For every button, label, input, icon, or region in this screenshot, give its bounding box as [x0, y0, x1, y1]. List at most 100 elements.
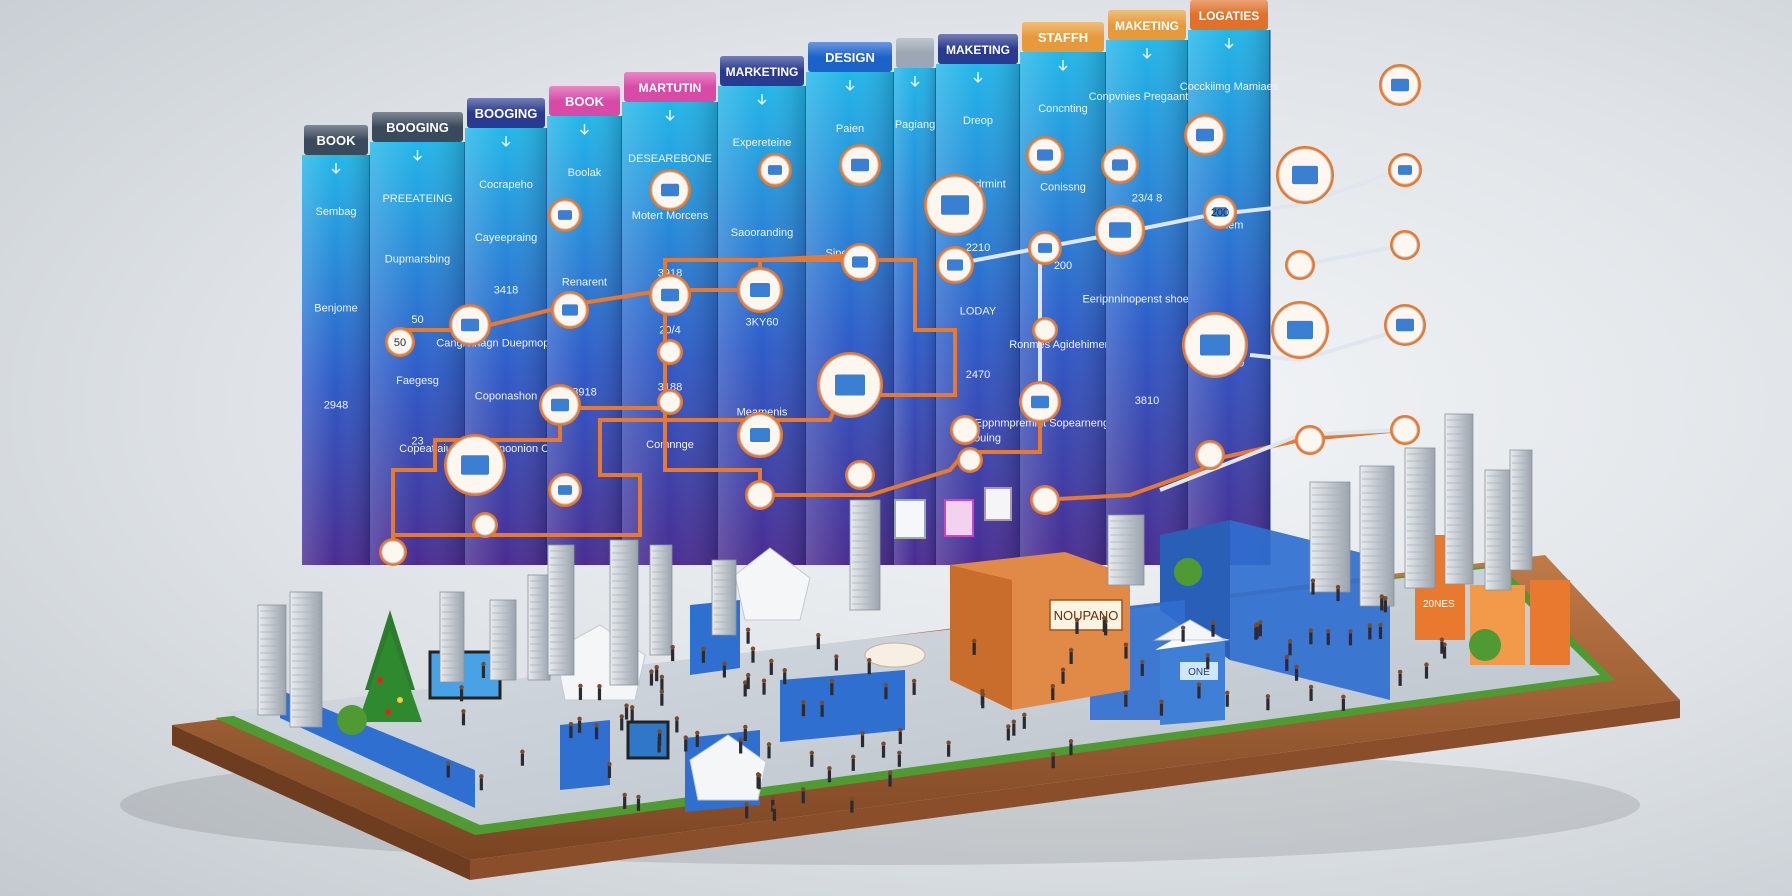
attendee-figure [766, 742, 772, 759]
attendee-figure [851, 754, 856, 771]
chevron-down-icon [501, 136, 511, 148]
calendar-icon [1391, 78, 1409, 92]
attendee-figure [1068, 647, 1074, 665]
attendee-figure [801, 699, 806, 717]
attendee-figure [782, 668, 787, 685]
timeline-node[interactable] [1182, 312, 1248, 378]
attendee-figure [738, 737, 743, 754]
display-screen [944, 499, 974, 537]
calendar-icon [835, 374, 865, 396]
timeline-node[interactable] [657, 339, 683, 365]
calendar-icon [750, 428, 770, 442]
display-screen [626, 720, 670, 760]
timeline-node[interactable] [548, 473, 582, 507]
curtain-wall [280, 690, 475, 808]
timeline-node[interactable] [817, 352, 883, 418]
timeline-node[interactable] [1195, 440, 1225, 470]
column-tab-label: BOOGING [386, 120, 449, 135]
calendar-icon [562, 304, 578, 316]
timeline-node[interactable] [1101, 146, 1139, 184]
timeline-node[interactable] [950, 415, 980, 445]
timeline-node[interactable] [1379, 64, 1421, 106]
timeline-node[interactable] [845, 460, 875, 490]
chevron-down-icon [757, 94, 767, 106]
timeline-node[interactable] [1276, 146, 1334, 204]
timeline-node[interactable] [957, 447, 983, 473]
attendee-figure [1326, 628, 1331, 646]
timeline-node[interactable] [1030, 485, 1060, 515]
attendee-figure [1196, 682, 1202, 699]
timeline-node[interactable] [539, 384, 581, 426]
attendee-figure [1265, 694, 1271, 711]
attendee-figure [1341, 694, 1346, 711]
timeline-node[interactable] [548, 198, 582, 232]
timeline-node[interactable] [379, 538, 407, 566]
tree-icon [1469, 629, 1501, 661]
column-tab-label: BOOK [565, 94, 605, 109]
attendee-figure [883, 683, 889, 700]
attendee-figure [742, 680, 748, 697]
timeline-node[interactable] [839, 144, 881, 186]
column-entry-text: 3418 [494, 285, 518, 297]
column-entry-text: Eeripnninopenst shoebicle [1082, 294, 1211, 306]
timeline-node[interactable] [841, 243, 879, 281]
skyscraper [439, 591, 465, 683]
timeline-node[interactable] [1390, 415, 1420, 445]
column-entry-text: Renarent [562, 277, 607, 289]
attendee-figure [695, 730, 700, 747]
timeline-node[interactable] [1095, 205, 1145, 255]
timeline-node[interactable] [444, 434, 506, 496]
timeline-node[interactable] [1390, 230, 1420, 260]
column-entry-text: Faegesg [396, 375, 439, 387]
timeline-node[interactable] [924, 174, 986, 236]
attendee-figure [701, 646, 706, 663]
timeline-node[interactable] [1019, 381, 1061, 423]
timeline-node[interactable] [1388, 153, 1422, 187]
column-entry-text: DESEAREBONE [628, 153, 712, 165]
timeline-node[interactable] [472, 512, 498, 538]
timeline-node[interactable] [737, 412, 783, 458]
timeline-node[interactable] [737, 267, 783, 313]
timeline-node[interactable]: 200 [1203, 195, 1237, 229]
timeline-node[interactable] [1184, 114, 1226, 156]
timeline-node[interactable] [745, 480, 775, 510]
attendee-figure [816, 632, 821, 650]
timeline-node[interactable] [1032, 317, 1058, 343]
calendar-icon [1292, 165, 1318, 185]
skyscraper [711, 559, 737, 636]
timeline-node[interactable] [551, 291, 589, 329]
timeline-node[interactable] [936, 246, 974, 284]
attendee-figure [1348, 629, 1353, 646]
attendee-figure [1308, 684, 1314, 701]
timeline-node[interactable] [657, 389, 683, 415]
timeline-node[interactable] [649, 274, 691, 316]
timeline-node[interactable] [1384, 304, 1426, 346]
calendar-icon [1396, 318, 1414, 332]
column-entry-text: 23/4 8 [1132, 192, 1163, 204]
orange-connector-line [663, 305, 1042, 497]
display-screen [894, 499, 926, 539]
timeline-node[interactable] [449, 304, 491, 346]
timeline-node[interactable] [649, 169, 691, 211]
attendee-figure [827, 766, 832, 783]
column-entry-text: PREEATEING [382, 193, 452, 205]
column-entry-text: Pagiang [895, 119, 935, 131]
attendee-figure [479, 774, 484, 791]
skyscraper [527, 574, 551, 681]
timeline-node[interactable] [1271, 301, 1329, 359]
timeline-node[interactable]: 50 [385, 327, 415, 357]
curtain-wall [560, 720, 610, 790]
timeline-node[interactable] [1028, 231, 1062, 265]
chevron-down-icon [973, 72, 983, 84]
timeline-node[interactable] [1026, 136, 1064, 174]
attendee-figure [607, 761, 612, 779]
timeline-node[interactable] [1295, 425, 1325, 455]
chevron-down-icon [331, 163, 341, 175]
attendee-figure [1308, 628, 1314, 645]
timeline-node[interactable] [758, 153, 792, 187]
attendee-figure [674, 716, 680, 733]
attendee-figure [1287, 639, 1293, 656]
timeline-node[interactable] [1285, 250, 1315, 280]
light-connector-line [1299, 243, 1406, 267]
